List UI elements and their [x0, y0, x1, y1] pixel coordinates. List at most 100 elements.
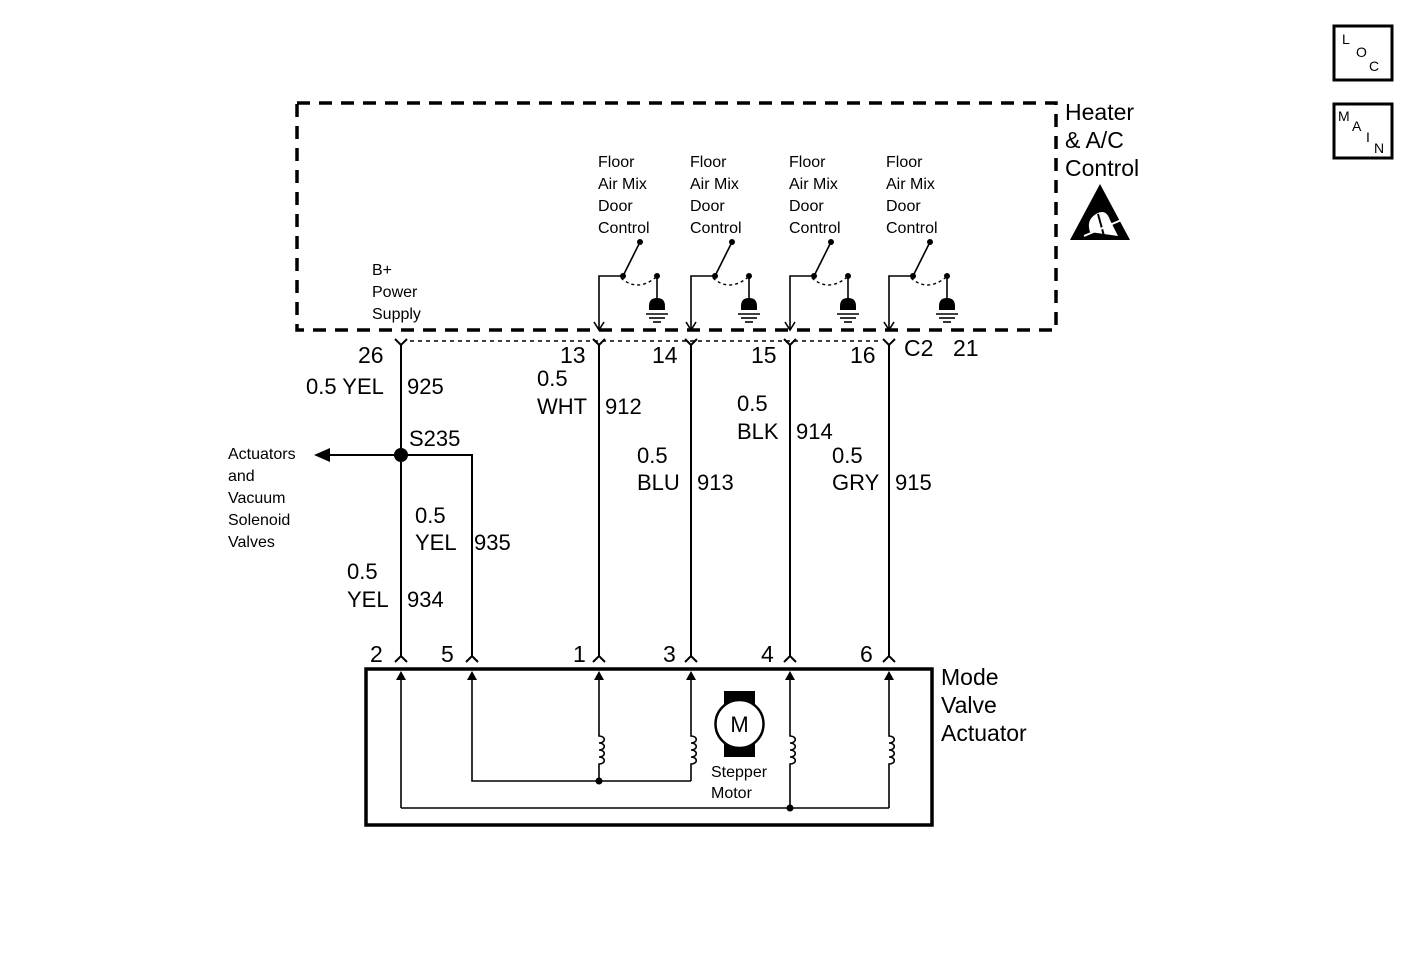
door-control-switch-2: Floor Air Mix Door Control	[685, 154, 761, 331]
door-control-switch-1: Floor Air Mix Door Control	[593, 154, 669, 331]
switch-label-line: Floor	[789, 154, 826, 171]
pin-number: 3	[663, 641, 676, 667]
switch-label-line: Door	[598, 198, 633, 215]
switch-symbol	[784, 238, 860, 331]
main-letter: N	[1374, 140, 1384, 156]
loc-letter: L	[1342, 31, 1350, 47]
pin-number: 16	[850, 342, 876, 368]
power-label-line: B+	[372, 262, 392, 279]
wire-circuit: 925	[407, 374, 444, 399]
coil-icon	[690, 719, 698, 769]
loc-button[interactable]: L O C	[1332, 24, 1394, 82]
switch-label-line: Door	[789, 198, 824, 215]
internal-wire	[471, 680, 691, 782]
wire-circuit: 934	[407, 587, 444, 612]
wire-color: BLU	[637, 470, 680, 495]
branch-label-line: Actuators	[228, 446, 296, 463]
pin-number: 2	[370, 641, 383, 667]
switch-label-line: Door	[886, 198, 921, 215]
door-control-switch-4: Floor Air Mix Door Control	[883, 154, 959, 331]
switch-label-line: Air Mix	[789, 176, 838, 193]
switch-label-line: Air Mix	[690, 176, 739, 193]
pin-number: 21	[953, 335, 979, 361]
actuator-title: Mode Valve Actuator	[941, 664, 1027, 746]
switch-label-line: Control	[789, 220, 841, 237]
loc-letter: O	[1356, 44, 1367, 60]
branch-label-line: Valves	[228, 534, 275, 551]
stepper-motor-icon: M	[714, 691, 765, 757]
main-button[interactable]: M A I N	[1332, 102, 1394, 160]
control-module-box	[295, 101, 1058, 332]
door-control-switch-3: Floor Air Mix Door Control	[784, 154, 860, 331]
actuator-box	[364, 667, 934, 827]
pin-number: 1	[573, 641, 586, 667]
branch-arrow-icon	[314, 448, 330, 462]
coil-icon	[888, 719, 896, 769]
switch-symbol	[685, 238, 761, 331]
wire-size: 0.5	[737, 391, 768, 416]
junction-dot	[595, 777, 603, 785]
junction-dot	[786, 804, 794, 812]
switch-label-line: Door	[690, 198, 725, 215]
branch-label-line: Solenoid	[228, 512, 290, 529]
title-line: Heater	[1065, 99, 1134, 125]
power-label-line: Supply	[372, 306, 421, 323]
pin-number: 15	[751, 342, 777, 368]
switch-symbol	[593, 238, 669, 331]
main-letter: A	[1352, 118, 1362, 134]
switch-label-line: Control	[690, 220, 742, 237]
switch-label-line: Floor	[886, 154, 923, 171]
wire-color: YEL	[415, 530, 457, 555]
motor-symbol: M	[730, 712, 748, 737]
main-letter: M	[1338, 108, 1350, 124]
switch-label-line: Floor	[598, 154, 635, 171]
wire-color: BLK	[737, 419, 779, 444]
wire-circuit: 913	[697, 470, 734, 495]
connector-c2-top	[394, 338, 896, 346]
coil-icon	[598, 719, 606, 769]
actuator-title-line: Mode	[941, 664, 999, 690]
switch-symbol	[883, 238, 959, 331]
loc-letter: C	[1369, 58, 1379, 74]
wire-size: 0.5	[637, 443, 668, 468]
wire-color: WHT	[537, 394, 587, 419]
main-letter: I	[1366, 129, 1370, 145]
pin-number: 4	[761, 641, 774, 667]
switch-label-line: Air Mix	[598, 176, 647, 193]
power-supply-label: B+ Power Supply	[372, 262, 421, 323]
branch-label-line: Vacuum	[228, 490, 286, 507]
motor-label-line: Motor	[711, 785, 753, 802]
connector-label: C2	[904, 335, 933, 361]
branch-label-line: and	[228, 468, 255, 485]
internal-pin-arrows	[396, 671, 894, 680]
pin-number: 6	[860, 641, 873, 667]
switch-label-line: Floor	[690, 154, 727, 171]
wire-size: 0.5	[537, 366, 568, 391]
wire-935	[401, 454, 473, 656]
title-line: & A/C	[1065, 127, 1124, 153]
power-label-line: Power	[372, 284, 418, 301]
splice-label: S235	[409, 426, 460, 451]
wire-circuit: 914	[796, 419, 833, 444]
pin-number: 13	[560, 342, 586, 368]
actuator-title-line: Valve	[941, 692, 997, 718]
wire-circuit: 935	[474, 530, 511, 555]
wire-color: YEL	[347, 587, 389, 612]
pin-number: 26	[358, 342, 384, 368]
branch-label: Actuators and Vacuum Solenoid Valves	[228, 446, 296, 551]
actuator-title-line: Actuator	[941, 720, 1027, 746]
wire-color: GRY	[832, 470, 880, 495]
title-line: Control	[1065, 155, 1139, 181]
wire-circuit: 912	[605, 394, 642, 419]
wire-size: 0.5	[415, 503, 446, 528]
esd-warning-icon	[1070, 184, 1130, 240]
switch-label-line: Control	[598, 220, 650, 237]
connector-actuator-bottom	[394, 655, 896, 663]
pin-number: 14	[652, 342, 678, 368]
control-module-title: Heater & A/C Control	[1065, 99, 1139, 181]
wire-circuit: 915	[895, 470, 932, 495]
wire-size: 0.5	[832, 443, 863, 468]
motor-label-line: Stepper	[711, 764, 768, 781]
wire-size-color: 0.5 YEL	[306, 374, 384, 399]
